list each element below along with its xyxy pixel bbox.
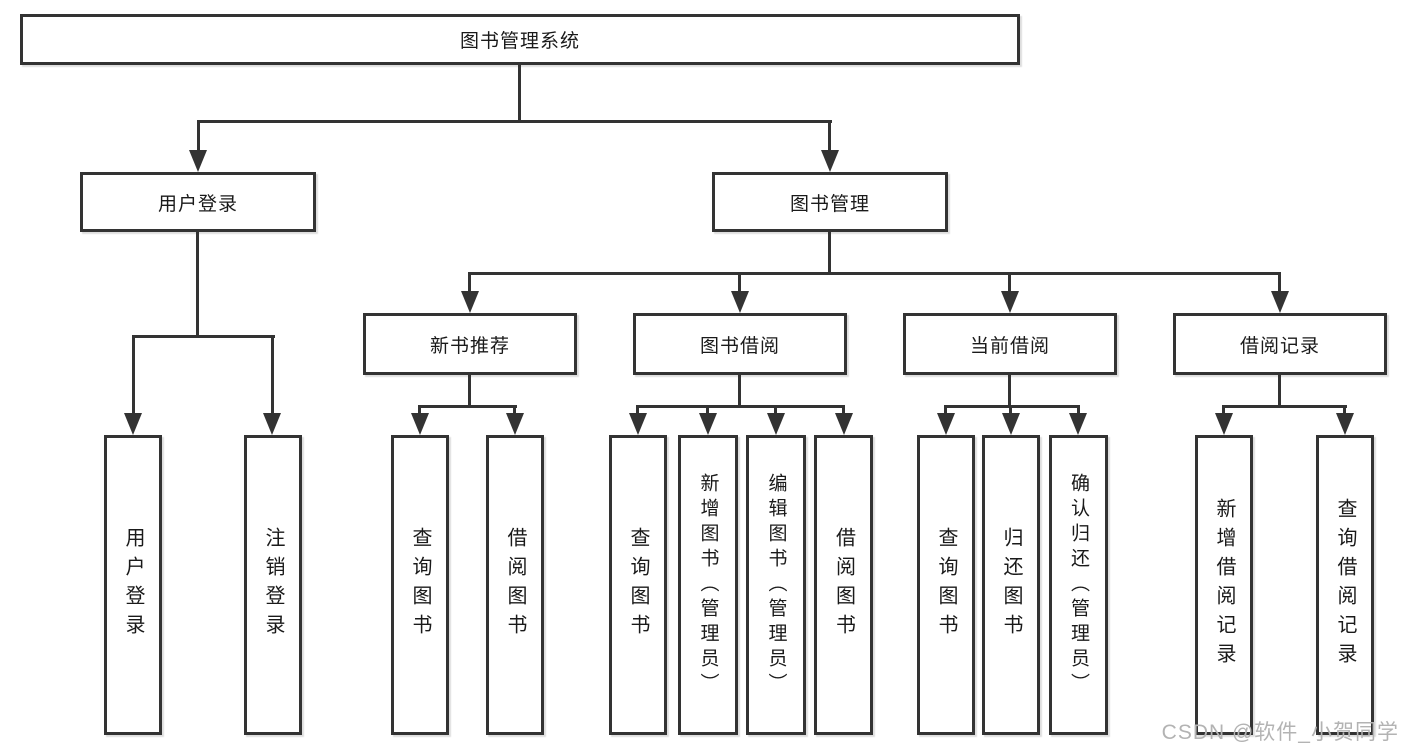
connector-records-drop-2 [1343, 405, 1346, 415]
connector-current-rail [944, 405, 1080, 408]
node-leaf-confirm-return-admin-label: 确认归还（管理员） [1068, 472, 1089, 698]
node-leaf-edit-books-admin-label: 编辑图书（管理员） [765, 472, 787, 698]
connector-current-drop-1 [944, 405, 947, 415]
node-leaf-query-books-1-label: 查询图书 [409, 527, 431, 643]
connector-root-rail [197, 120, 832, 123]
arrow-to-leaf-borrow-books-1 [506, 413, 524, 435]
node-book-management-label: 图书管理 [789, 193, 870, 215]
arrow-to-leaf-logout [263, 413, 281, 435]
csdn-watermark: CSDN @软件_小贺同学 [1161, 721, 1399, 744]
node-leaf-add-books-admin: 新增图书（管理员） [678, 435, 738, 735]
node-leaf-borrow-books-2-label: 借阅图书 [832, 527, 855, 643]
connector-root-drop-left [197, 120, 200, 152]
node-book-borrowing-label: 图书借阅 [699, 335, 780, 357]
node-book-management: 图书管理 [712, 172, 948, 232]
node-leaf-return-books-label: 归还图书 [1000, 527, 1022, 643]
node-leaf-query-borrow-record-label: 查询借阅记录 [1334, 498, 1356, 672]
node-leaf-user-login: 用户登录 [104, 435, 162, 735]
connector-current-stem [1008, 373, 1011, 407]
node-leaf-user-login-label: 用户登录 [122, 527, 144, 643]
connector-borrowing-drop-4 [842, 405, 845, 415]
node-leaf-query-borrow-record: 查询借阅记录 [1316, 435, 1374, 735]
node-current-borrowing: 当前借阅 [903, 313, 1117, 375]
connector-book-mgmt-drop-1 [468, 272, 471, 293]
connector-recommend-stem [468, 373, 471, 407]
connector-records-rail [1222, 405, 1347, 408]
node-leaf-query-books-1: 查询图书 [391, 435, 449, 735]
arrow-to-leaf-add-borrow-record [1215, 413, 1233, 435]
arrow-to-borrowing-records [1271, 291, 1289, 313]
connector-current-drop-2 [1009, 405, 1012, 415]
node-user-login: 用户登录 [80, 172, 316, 232]
node-book-borrowing: 图书借阅 [633, 313, 847, 375]
connector-recommend-drop-1 [418, 405, 421, 415]
node-leaf-query-books-3: 查询图书 [917, 435, 975, 735]
node-leaf-add-books-admin-label: 新增图书（管理员） [697, 472, 719, 698]
arrow-to-book-management [821, 150, 839, 172]
arrow-to-leaf-return-books [1002, 413, 1020, 435]
node-leaf-borrow-books-2: 借阅图书 [814, 435, 873, 735]
arrow-to-book-borrowing [731, 291, 749, 313]
arrow-to-leaf-query-borrow-record [1336, 413, 1354, 435]
node-leaf-borrow-books-1-label: 借阅图书 [504, 527, 526, 643]
connector-book-mgmt-rail [468, 272, 1281, 275]
node-borrowing-records-label: 借阅记录 [1239, 335, 1320, 357]
connector-user-login-rail [132, 335, 275, 338]
node-leaf-add-borrow-record: 新增借阅记录 [1195, 435, 1253, 735]
connector-book-mgmt-drop-4 [1278, 272, 1281, 293]
node-root: 图书管理系统 [20, 14, 1020, 65]
connector-borrowing-stem [738, 373, 741, 407]
node-leaf-confirm-return-admin: 确认归还（管理员） [1049, 435, 1108, 735]
node-leaf-edit-books-admin: 编辑图书（管理员） [746, 435, 806, 735]
connector-book-mgmt-stem [828, 230, 831, 274]
connector-borrowing-drop-3 [774, 405, 777, 415]
connector-root-stem [518, 64, 521, 122]
connector-borrowing-drop-2 [706, 405, 709, 415]
node-leaf-return-books: 归还图书 [982, 435, 1040, 735]
connector-book-mgmt-drop-2 [738, 272, 741, 293]
connector-user-login-drop-2 [271, 335, 274, 415]
arrow-to-leaf-query-books-2 [629, 413, 647, 435]
node-leaf-add-borrow-record-label: 新增借阅记录 [1213, 498, 1235, 672]
node-leaf-query-books-2: 查询图书 [609, 435, 667, 735]
connector-records-drop-1 [1222, 405, 1225, 415]
connector-current-drop-3 [1077, 405, 1080, 415]
arrow-to-leaf-confirm-return [1069, 413, 1087, 435]
node-borrowing-records: 借阅记录 [1173, 313, 1387, 375]
node-new-book-recommend-label: 新书推荐 [429, 335, 510, 357]
connector-borrowing-drop-1 [636, 405, 639, 415]
arrow-to-new-book-recommend [461, 291, 479, 313]
arrow-to-leaf-user-login [124, 413, 142, 435]
node-new-book-recommend: 新书推荐 [363, 313, 577, 375]
connector-book-mgmt-drop-3 [1008, 272, 1011, 293]
node-leaf-query-books-3-label: 查询图书 [935, 527, 957, 643]
connector-records-stem [1278, 373, 1281, 407]
node-current-borrowing-label: 当前借阅 [969, 335, 1050, 357]
connector-recommend-drop-2 [513, 405, 516, 415]
arrow-to-leaf-add-books-admin [699, 413, 717, 435]
connector-recommend-rail [418, 405, 517, 408]
connector-borrowing-rail [636, 405, 845, 408]
arrow-to-leaf-query-books-3 [937, 413, 955, 435]
node-root-label: 图书管理系统 [459, 31, 580, 52]
connector-user-login-drop-1 [132, 335, 135, 415]
arrow-to-leaf-borrow-books-2 [835, 413, 853, 435]
arrow-to-leaf-query-books-1 [411, 413, 429, 435]
arrow-to-user-login [189, 150, 207, 172]
node-user-login-label: 用户登录 [157, 193, 238, 215]
node-leaf-query-books-2-label: 查询图书 [627, 527, 649, 643]
arrow-to-current-borrowing [1001, 291, 1019, 313]
node-leaf-logout: 注销登录 [244, 435, 302, 735]
node-leaf-borrow-books-1: 借阅图书 [486, 435, 544, 735]
node-leaf-logout-label: 注销登录 [262, 527, 284, 643]
connector-user-login-stem [196, 230, 199, 337]
arrow-to-leaf-edit-books-admin [767, 413, 785, 435]
connector-root-drop-right [828, 120, 831, 152]
